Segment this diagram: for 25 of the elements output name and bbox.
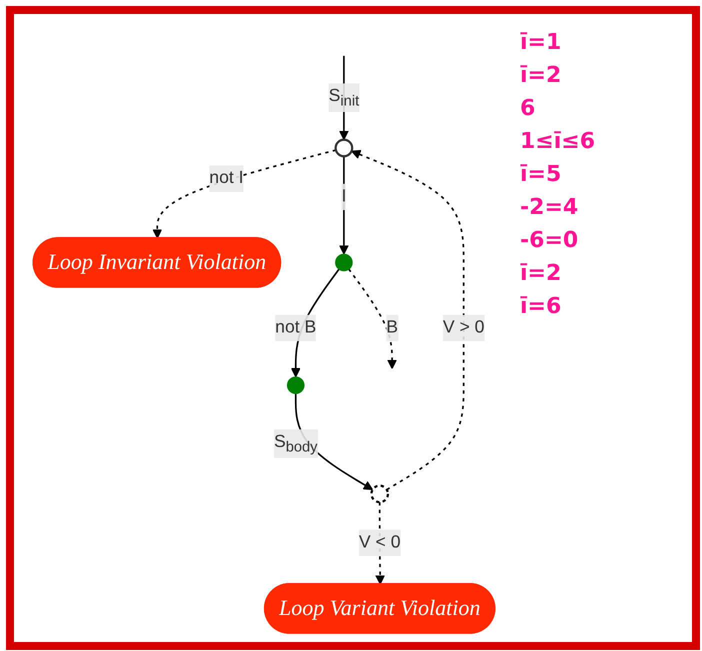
edge-label: V > 0 bbox=[442, 318, 484, 337]
edge-label: S$_{body}$ bbox=[274, 432, 318, 455]
edge-label: V < 0 bbox=[358, 532, 401, 552]
handwritten-note: ī=2 bbox=[520, 63, 562, 88]
handwritten-note: 1≤ī≤6 bbox=[520, 129, 596, 154]
handwritten-note: ī=1 bbox=[520, 30, 562, 55]
edge-label: S$_{init}$ bbox=[328, 86, 360, 109]
handwritten-note: ī=2 bbox=[520, 261, 562, 286]
handwritten-note: ī=6 bbox=[520, 294, 562, 319]
node-circle bbox=[334, 138, 354, 158]
handwritten-note: -2=4 bbox=[520, 195, 580, 220]
edge-label: not I bbox=[209, 168, 244, 188]
handwritten-note: -6=0 bbox=[520, 228, 580, 253]
edge-label: I bbox=[341, 187, 346, 206]
arrow bbox=[339, 156, 349, 255]
handwritten-note: 6 bbox=[520, 96, 536, 121]
arrow bbox=[348, 268, 397, 370]
handwritten-note: ī=5 bbox=[520, 162, 562, 187]
node-circle bbox=[370, 484, 390, 504]
node-circle bbox=[286, 376, 305, 394]
edge-label: not B bbox=[275, 318, 316, 337]
edge-label: B bbox=[386, 318, 398, 337]
arrow bbox=[351, 150, 464, 490]
node-circle bbox=[335, 254, 353, 272]
arrow bbox=[152, 149, 336, 239]
